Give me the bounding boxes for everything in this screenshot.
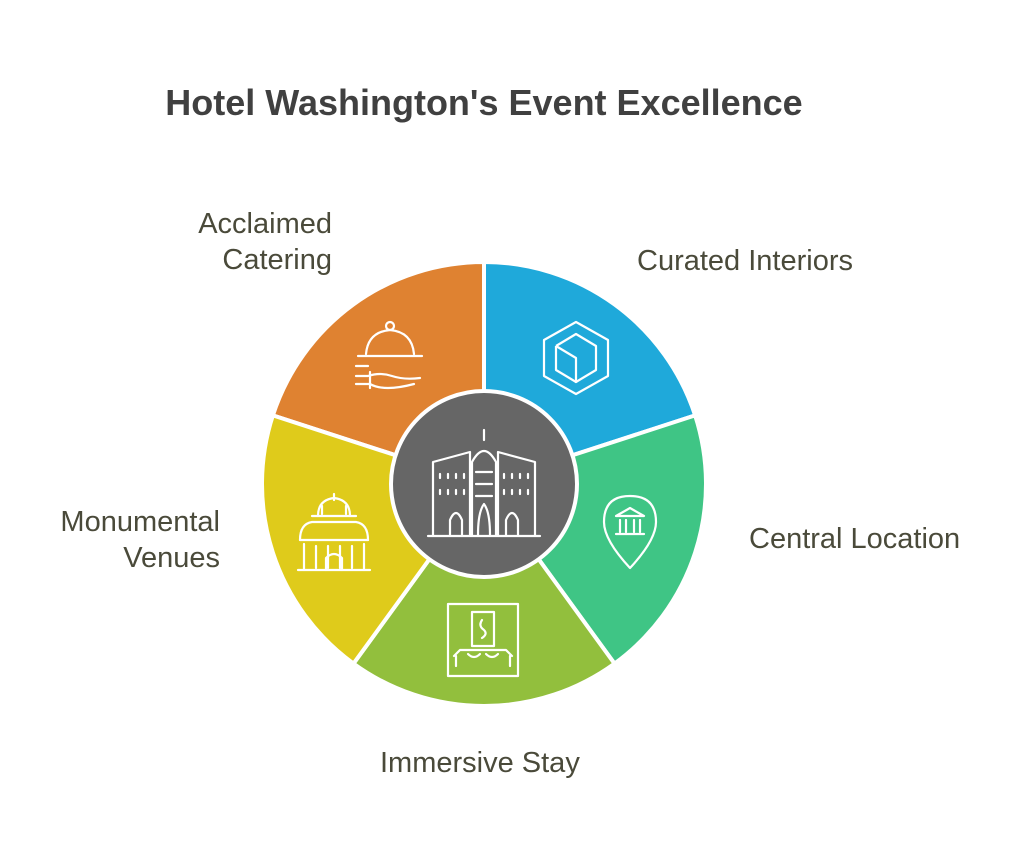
hotel-building-icon [426,428,542,538]
segment-stay [351,482,617,708]
location-pin-icon [602,494,658,570]
label-line: Monumental [60,506,220,538]
label-monumental-venues: Monumental Venues [60,504,220,576]
label-line: Immersive Stay [380,747,580,779]
label-line: Acclaimed [198,208,332,240]
label-central-location: Central Location [749,521,960,557]
catering-cloche-icon [354,320,424,390]
page-title: Hotel Washington's Event Excellence [165,82,803,123]
cube-icon [542,320,610,396]
label-immersive-stay: Immersive Stay [380,745,580,781]
label-line: Central Location [749,523,961,555]
palace-icon [296,492,372,572]
label-line: Venues [123,542,220,574]
label-curated-interiors: Curated Interiors [637,243,853,279]
hotel-room-icon [446,602,520,678]
label-line: Curated Interiors [637,245,853,277]
label-acclaimed-catering: Acclaimed Catering [198,206,332,278]
label-line: Catering [222,244,332,276]
